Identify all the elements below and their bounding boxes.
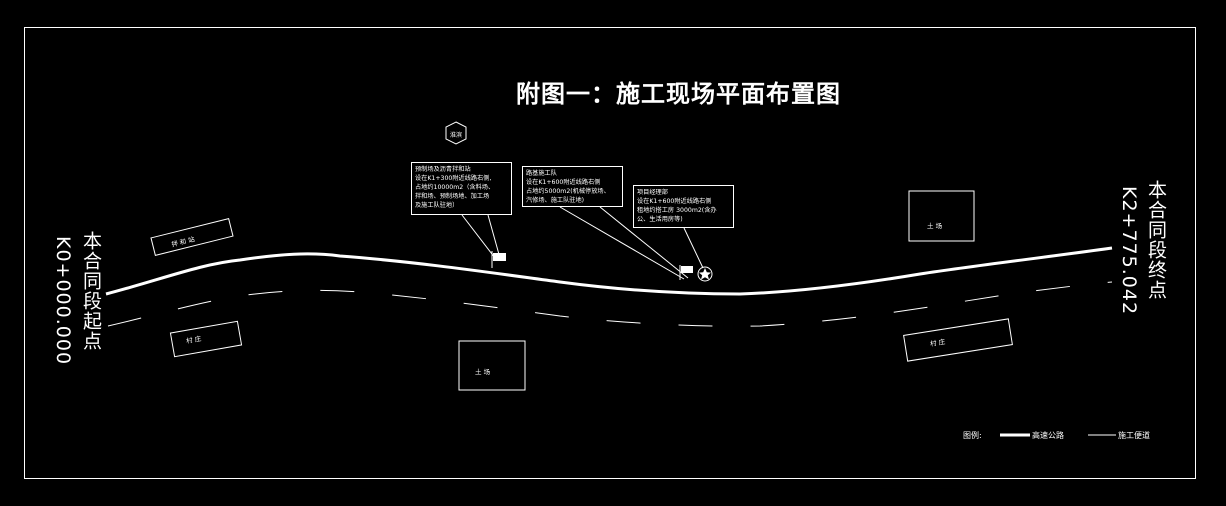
leader-line-roadbed-2 — [599, 206, 689, 279]
end-point-chainage: K2+775.042 — [1118, 186, 1140, 316]
area-label-center-lower: 土 场 — [475, 368, 491, 376]
note-precast-yard: 预制场及沥青拌和站 设在K1+300附近线路右侧, 占地约10000m2（含料场… — [411, 162, 512, 215]
leader-line-project — [683, 227, 704, 269]
drawing-frame — [24, 27, 1196, 479]
star-circle-icon — [697, 266, 713, 282]
flag-icon — [491, 251, 506, 268]
leader-line-precast — [461, 214, 496, 259]
area-box-right-upper — [908, 190, 975, 242]
legend-access-road-text: 施工便道 — [1118, 431, 1150, 440]
legend-label: 图例: — [963, 431, 982, 440]
start-point-chainage: K0+000.000 — [52, 236, 74, 366]
flag-icon — [679, 265, 693, 280]
start-point-label: 本合同段起点 — [80, 231, 102, 351]
leader-line-roadbed — [559, 206, 685, 280]
hex-marker-shape — [445, 121, 467, 145]
note-project-dept: 项目经理部 设在K1+600附近线路右侧 租地约搭工房 3000m2(含办 公、… — [633, 185, 734, 228]
hex-marker-label: 淮滨 — [450, 132, 463, 139]
area-box-right-lower — [903, 318, 1013, 362]
note-roadbed-team: 路基施工队 设在K1+600附近线路右侧 占地约5000m2(机械停放场、 汽修… — [522, 166, 623, 207]
area-box-center-lower — [458, 340, 526, 391]
area-box-left-lower — [169, 320, 243, 358]
drawing-title: 附图一：施工现场平面布置图 — [516, 79, 841, 108]
legend-highway-text: 高速公路 — [1032, 431, 1064, 440]
area-label-right-upper: 土 场 — [927, 222, 943, 230]
highway-line — [105, 246, 1113, 296]
area-box-left-upper — [150, 217, 234, 257]
end-point-label: 本合同段终点 — [1145, 180, 1167, 300]
leader-line-precast-2 — [487, 214, 501, 259]
